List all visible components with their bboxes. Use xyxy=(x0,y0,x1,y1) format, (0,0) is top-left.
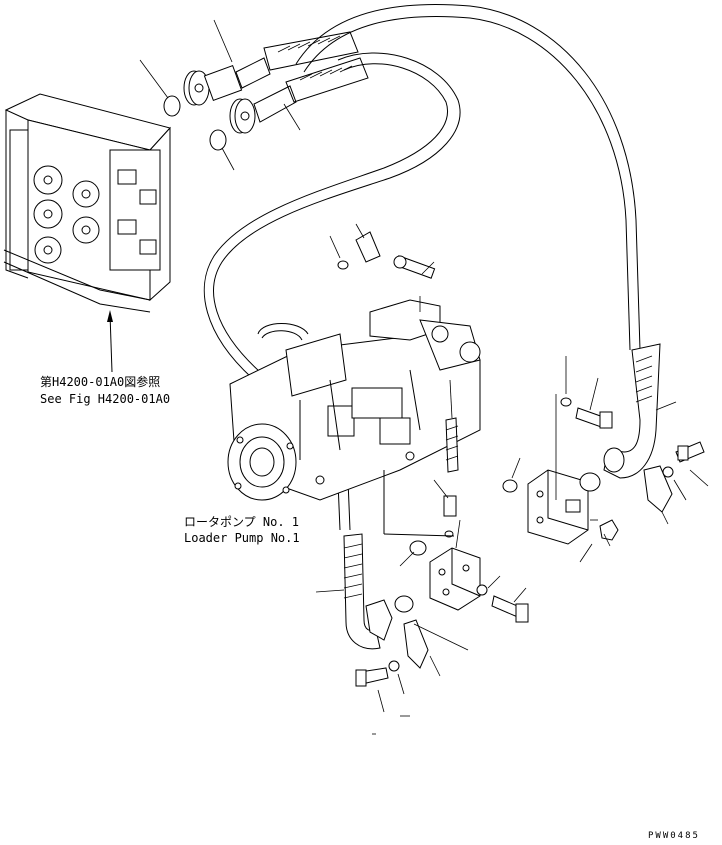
right-elbow-hose xyxy=(603,343,677,479)
center-hose xyxy=(433,379,459,517)
reference-label-jp: 第H4200-01A0図参照 xyxy=(40,374,160,389)
lower-valve-block xyxy=(383,470,529,623)
top-fittings xyxy=(329,223,436,312)
pump-label-jp: ロータポンプ No. 1 xyxy=(184,515,299,529)
upper-hose-assembly xyxy=(139,19,369,171)
reference-label-en: See Fig H4200-01A0 xyxy=(40,392,170,406)
hose-upper-right-loop xyxy=(295,4,641,351)
right-valve-block xyxy=(502,356,619,563)
stray-marks xyxy=(372,715,410,735)
right-split-flange-and-bolt xyxy=(643,441,709,525)
loader-pump-no1 xyxy=(227,299,481,501)
drawing-code: PWW0485 xyxy=(648,831,700,841)
referenced-valve-unit xyxy=(3,93,171,373)
pump-label-en: Loader Pump No.1 xyxy=(184,531,300,545)
lower-split-flange-and-bolt xyxy=(355,595,469,713)
lower-elbow-hose xyxy=(315,533,393,650)
